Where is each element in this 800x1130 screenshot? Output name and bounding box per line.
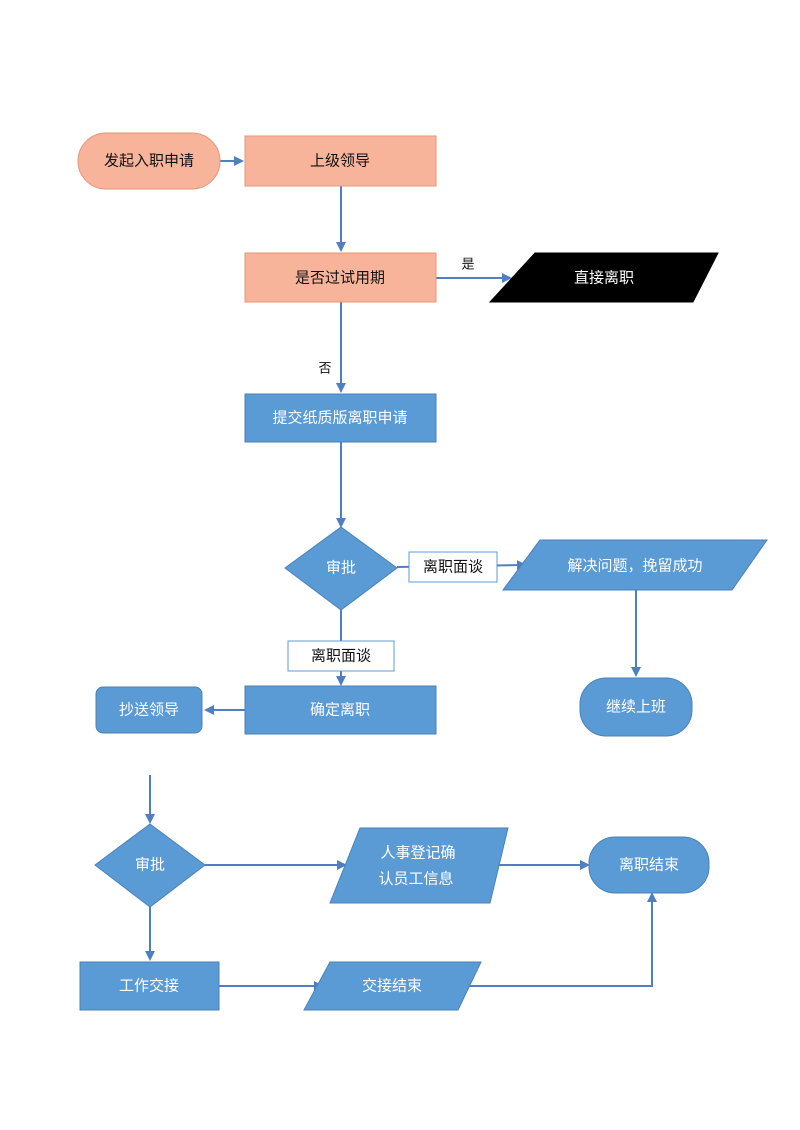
edge-label-interview-down-text: 离职面谈 <box>311 647 371 665</box>
edge-label-interview-right: 离职面谈 <box>408 551 498 583</box>
edge-label-interview-down: 离职面谈 <box>287 640 395 672</box>
node-cc-leader: 抄送领导 <box>95 686 203 734</box>
node-hr-confirm: 人事登记确 认员工信息 <box>329 827 509 904</box>
node-hr-confirm-label-line2: 认员工信息 <box>378 870 453 888</box>
node-approve-1: 审批 <box>284 526 398 611</box>
node-handover-end-label: 交接结束 <box>362 977 422 995</box>
node-resign-end-label: 离职结束 <box>619 856 679 874</box>
node-probation-label: 是否过试用期 <box>295 269 385 287</box>
node-start: 发起入职申请 <box>77 132 221 190</box>
node-approve-2: 审批 <box>94 823 206 908</box>
node-direct-resign: 直接离职 <box>488 252 719 303</box>
node-start-label: 发起入职申请 <box>104 152 194 170</box>
node-handover-end: 交接结束 <box>303 961 482 1011</box>
node-solve-problem: 解决问题，挽留成功 <box>502 539 768 591</box>
node-continue-work: 继续上班 <box>579 677 693 737</box>
edge-label-no: 否 <box>318 362 331 377</box>
node-probation: 是否过试用期 <box>244 252 437 303</box>
node-approve-2-label: 审批 <box>135 856 165 874</box>
node-handover-label: 工作交接 <box>119 977 179 995</box>
edge-label-interview-right-text: 离职面谈 <box>423 558 483 576</box>
node-submit-paper-label: 提交纸质版离职申请 <box>272 409 407 427</box>
arrow-handover-end-to-end <box>466 892 657 987</box>
node-leader-label: 上级领导 <box>310 152 370 170</box>
node-hr-confirm-label-line1: 人事登记确 <box>380 844 455 862</box>
node-approve-1-label: 审批 <box>326 559 356 577</box>
edge-label-yes: 是 <box>461 258 474 273</box>
node-solve-problem-label: 解决问题，挽留成功 <box>567 557 702 575</box>
node-cc-leader-label: 抄送领导 <box>119 701 179 719</box>
node-direct-resign-label: 直接离职 <box>574 269 634 287</box>
node-handover: 工作交接 <box>79 961 220 1011</box>
node-confirm-resign-label: 确定离职 <box>310 701 370 719</box>
node-submit-paper: 提交纸质版离职申请 <box>244 393 437 443</box>
node-continue-work-label: 继续上班 <box>606 698 666 716</box>
node-confirm-resign: 确定离职 <box>244 685 437 735</box>
node-leader: 上级领导 <box>244 135 437 187</box>
node-resign-end: 离职结束 <box>588 836 710 894</box>
